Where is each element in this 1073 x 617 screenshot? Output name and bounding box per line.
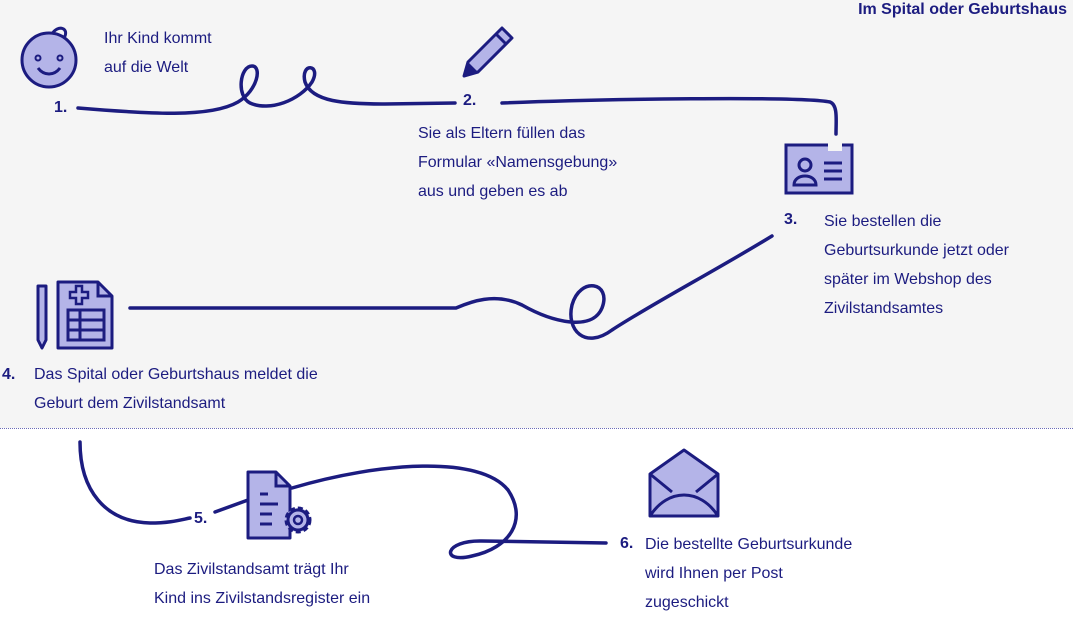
path-5-icon	[213, 498, 250, 514]
step-1-number: 1.	[54, 99, 68, 116]
step-2-number: 2.	[463, 92, 477, 109]
step-4-text: Das Spital oder Geburtshaus meldet die G…	[34, 366, 318, 412]
step-5-text: Das Zivilstandsamt trägt Ihr Kind ins Zi…	[154, 561, 371, 607]
pencil-icon	[462, 26, 514, 78]
baby-face-icon	[20, 26, 78, 89]
path-1-2	[76, 64, 457, 116]
step-6-number: 6.	[620, 535, 634, 552]
document-gear-icon	[246, 470, 312, 540]
section-label: Im Spital oder Geburtshaus	[858, 1, 1067, 18]
step-5-number: 5.	[194, 510, 208, 527]
path-4-5	[78, 440, 192, 525]
id-card-icon	[784, 143, 854, 195]
step-3-number: 3.	[784, 211, 798, 228]
step-4-number: 4.	[2, 366, 16, 383]
path-3-4	[128, 234, 774, 340]
step-2-text: Sie als Eltern füllen das Formular «Name…	[418, 125, 618, 200]
section-divider	[0, 428, 1073, 429]
hospital-section	[0, 0, 1073, 428]
envelope-icon	[648, 448, 720, 518]
medical-form-icon	[36, 280, 114, 350]
path-5-6	[290, 464, 608, 560]
step-1-text: Ihr Kind kommt auf die Welt	[104, 30, 212, 76]
path-2-3	[500, 96, 838, 136]
step-3-text: Sie bestellen die Geburtsurkunde jetzt o…	[824, 213, 1009, 317]
step-6-text: Die bestellte Geburtsurkunde wird Ihnen …	[645, 536, 853, 611]
